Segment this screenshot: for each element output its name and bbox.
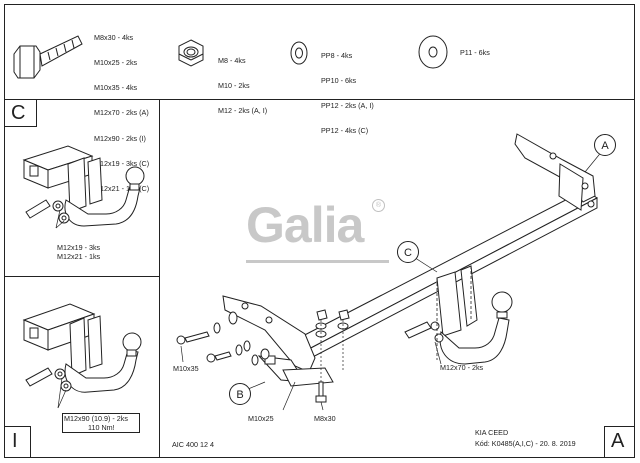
label-m10x25: M10x25 xyxy=(248,414,274,423)
washer-spec-list: PP8 - 4ks PP10 - 6ks PP12 - 2ks (A, I) P… xyxy=(321,35,374,144)
drawing-code: AIC 400 12 4 xyxy=(172,440,214,449)
callout-b: B xyxy=(229,383,251,405)
panel-i-letter: I xyxy=(12,430,18,452)
large-washer-spec: P11 - 6ks xyxy=(460,48,490,57)
registered-mark: ® xyxy=(372,199,385,212)
washer-spec: PP12 - 2ks (A, I) xyxy=(321,101,374,111)
nut-spec: M12 - 2ks (A, I) xyxy=(218,106,268,116)
washer-spec: PP12 - 4ks (C) xyxy=(321,126,369,136)
large-washer-icon xyxy=(418,35,448,69)
bolt-spec: M12x19 - 3ks (C) xyxy=(94,158,150,168)
washer-spec: PP10 - 6ks xyxy=(321,76,357,86)
washer-icon xyxy=(290,41,308,65)
logo-underline xyxy=(246,260,389,263)
vehicle-name: KIA CEED xyxy=(475,428,509,437)
panel-i-bolt-label: M12x90 (10.9) - 2ks xyxy=(64,414,128,423)
label-m8x30: M8x30 xyxy=(314,414,336,423)
bolt-spec: M12x90 - 2ks (I) xyxy=(94,133,146,143)
panel-c-i-divider xyxy=(4,276,159,277)
side-panel-divider xyxy=(159,99,160,458)
label-m12x70: M12x70 - 2ks xyxy=(440,363,484,372)
towbar-detail-c xyxy=(22,145,145,229)
panel-i-letter-box xyxy=(4,426,31,458)
panel-c-letter: C xyxy=(11,102,26,124)
panel-a-letter: A xyxy=(611,430,625,452)
washer-spec: PP8 - 4ks xyxy=(321,50,353,60)
panel-a-letter-box xyxy=(604,426,635,458)
torque-note: 110 Nm! xyxy=(88,423,115,432)
callout-a: A xyxy=(594,134,616,156)
drawing-frame xyxy=(4,4,635,458)
document-code: Kód: K0485(A,I,C) - 20. 8. 2019 xyxy=(475,439,576,448)
panel-c-bolt-label: M12x19 - 3ks xyxy=(57,243,101,252)
panel-c-letter-box xyxy=(4,99,37,127)
galia-logo: Galia xyxy=(246,197,364,253)
callout-c: C xyxy=(397,241,419,263)
bolt-spec: M12x70 - 2ks (A) xyxy=(94,108,149,118)
bolt-spec: M10x35 - 4ks xyxy=(94,83,138,93)
nut-icon xyxy=(178,39,204,67)
header-divider xyxy=(4,99,635,100)
torque-note-box xyxy=(62,413,140,433)
label-m10x35: M10x35 xyxy=(173,364,199,373)
bolt-spec: M10x25 - 2ks xyxy=(94,58,138,68)
nut-spec-list: M8 - 4ks M10 - 2ks M12 - 2ks (A, I) xyxy=(218,40,267,124)
towbar-assembly xyxy=(176,133,604,411)
bolt-spec: M8x30 - 4ks xyxy=(94,32,134,42)
bolt-icon xyxy=(13,35,83,79)
towbar-detail-i xyxy=(22,303,142,409)
panel-c-bolt-label: M12x21 - 1ks xyxy=(57,252,101,261)
nut-spec: M10 - 2ks xyxy=(218,81,250,91)
nut-spec: M8 - 4ks xyxy=(218,55,246,65)
bolt-spec-list: M8x30 - 4ks M10x25 - 2ks M10x35 - 4ks M1… xyxy=(94,17,149,202)
